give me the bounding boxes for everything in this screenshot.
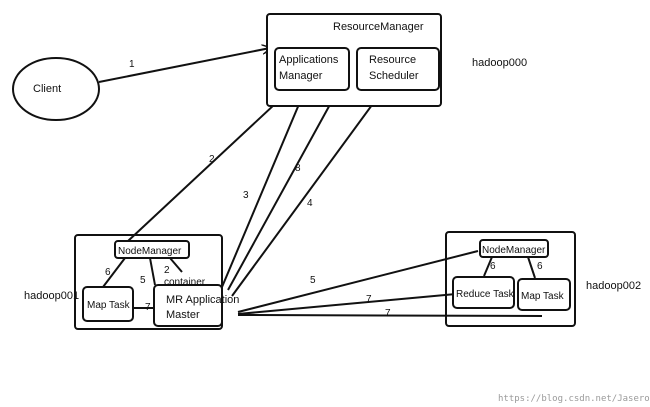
- edge-nodemanager-002-to-map-task: [527, 256, 536, 279]
- map-task-001-box: [82, 286, 134, 322]
- step-5-label-001: 5: [140, 275, 146, 286]
- host-label-hadoop000: hadoop000: [472, 57, 527, 69]
- step-8-label: 8: [295, 163, 301, 174]
- edge-applications-manager-to-nodemanager-001: [127, 89, 291, 242]
- step-numbers: 1 2 8 3 4 6 5 2 7 5 7 7 6 6: [105, 59, 543, 319]
- mr-app-master-label-line1: MR Application: [166, 294, 239, 306]
- watermark: https://blog.csdn.net/Jaserok: [498, 394, 650, 404]
- resource-manager-title: ResourceManager: [333, 21, 424, 33]
- mr-app-master-label-line2: Master: [166, 309, 200, 321]
- client-label: Client: [33, 83, 61, 95]
- nodemanager-002-label: NodeManager: [482, 245, 546, 256]
- edge-nodemanager-002-to-reduce-task: [483, 256, 493, 277]
- edge-mr-app-master-to-map-task-002: [237, 314, 543, 317]
- nodemanager-001-box: [114, 240, 190, 259]
- node-hadoop001-box: [74, 234, 223, 330]
- mr-app-master-box: [153, 284, 223, 327]
- resource-scheduler-box: [356, 47, 440, 91]
- host-label-hadoop002: hadoop002: [586, 280, 641, 292]
- map-task-002-label: Map Task: [521, 291, 565, 302]
- reduce-task-box: [452, 276, 515, 309]
- resource-scheduler-label-line1: Resource: [369, 54, 416, 66]
- step-7-label-reduce: 7: [366, 294, 372, 305]
- edge-mr-app-master-to-nodemanager-002: [237, 250, 479, 313]
- step-5-label-002: 5: [310, 275, 316, 286]
- step-2-label-container: 2: [164, 265, 170, 276]
- resource-scheduler-label-line2: Scheduler: [369, 70, 419, 82]
- container-label: container: [164, 277, 206, 288]
- edge-applications-manager-to-mr-app-master-a: [221, 89, 306, 288]
- map-task-001-label: Map Task: [87, 300, 131, 311]
- applications-manager-box: [274, 47, 350, 91]
- reduce-task-label: Reduce Task: [456, 289, 515, 300]
- step-6-label-001: 6: [105, 267, 111, 278]
- applications-manager-label-line1: Applications: [279, 54, 339, 66]
- step-3-label: 3: [243, 190, 249, 201]
- nodemanager-002-box: [479, 239, 549, 258]
- edge-resource-scheduler-to-mr-app-master: [231, 89, 384, 297]
- map-task-002-box: [517, 278, 571, 311]
- applications-manager-label-line2: Manager: [279, 70, 323, 82]
- host-label-hadoop001: hadoop001: [24, 290, 79, 302]
- edge-nodemanager-001-to-container: [169, 257, 183, 273]
- edge-mr-app-master-to-reduce-task: [237, 293, 457, 315]
- step-1-label: 1: [129, 59, 135, 70]
- edge-nodemanager-001-to-mr-app-master: [149, 257, 156, 286]
- step-7-label-map: 7: [385, 308, 391, 319]
- connections: [98, 48, 543, 317]
- client-node: [12, 57, 100, 121]
- step-6-label-reduce: 6: [490, 261, 496, 272]
- edge-nodemanager-001-to-map-task: [102, 257, 126, 288]
- step-6-label-map: 6: [537, 261, 543, 272]
- step-7-label-001: 7: [145, 302, 151, 313]
- step-4-label: 4: [307, 198, 313, 209]
- edge-applications-manager-to-mr-app-master-b: [227, 89, 339, 291]
- edge-client-to-applications-manager: [98, 48, 270, 83]
- step-2-label: 2: [209, 154, 215, 165]
- nodemanager-001-label: NodeManager: [118, 246, 182, 257]
- node-hadoop002-box: [445, 231, 576, 327]
